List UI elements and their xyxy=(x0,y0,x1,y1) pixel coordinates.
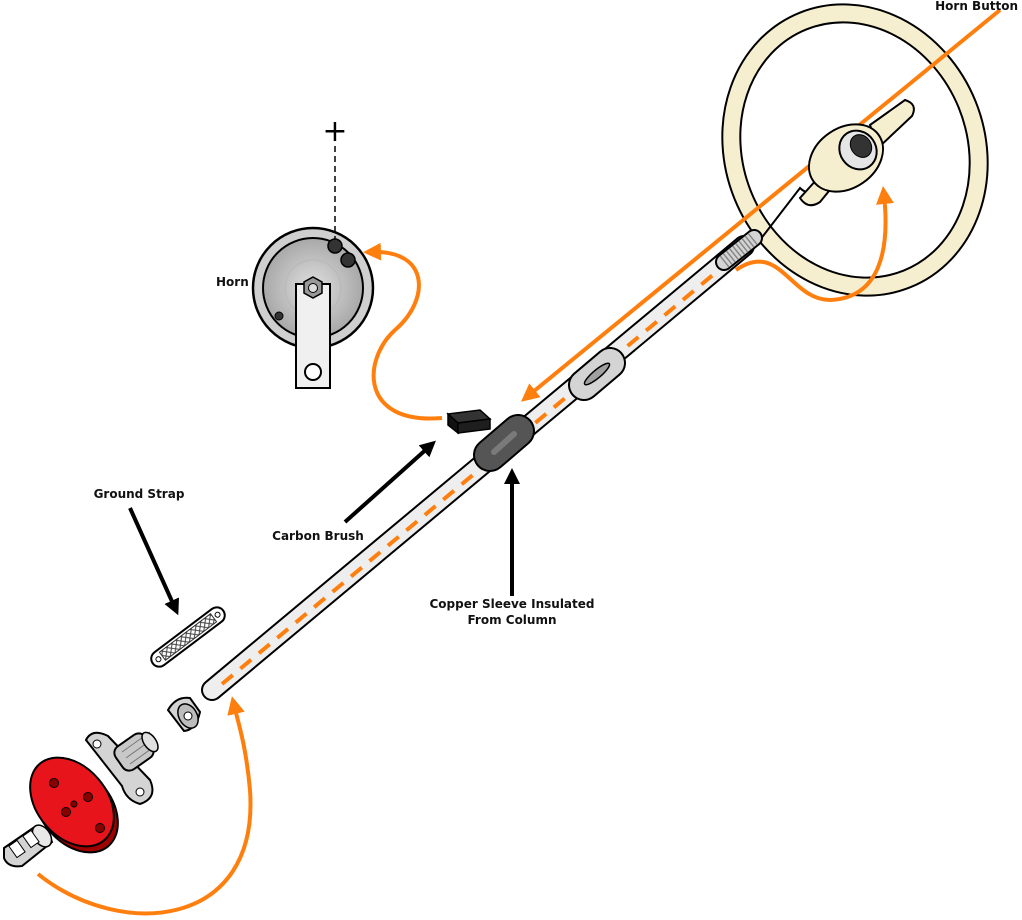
ground-strap-icon xyxy=(150,606,226,668)
plus-sign-label: + xyxy=(322,114,347,149)
column-collar xyxy=(166,696,202,733)
carbon-brush-pointer-arrow xyxy=(343,440,436,524)
copper-sleeve xyxy=(473,414,535,472)
flex-coupler-yoke xyxy=(84,731,159,806)
carbon-brush-label: Carbon Brush xyxy=(272,529,364,543)
horn-icon xyxy=(251,226,375,389)
steering-wheel-hub xyxy=(759,98,915,241)
brush-to-horn-path xyxy=(363,242,443,421)
flex-coupler-disc xyxy=(29,756,119,854)
horn-label: Horn xyxy=(216,275,249,289)
steering-column-icon xyxy=(201,229,763,701)
copper-sleeve-label-line2: From Column xyxy=(467,613,556,627)
carbon-brush-icon xyxy=(446,409,492,435)
copper-sleeve-label-line1: Copper Sleeve Insulated xyxy=(429,597,594,611)
steering-box-shaft xyxy=(3,824,54,868)
horn-button-label: Horn Button xyxy=(935,0,1018,13)
return-path-bottom xyxy=(36,696,253,916)
ground-strap-pointer-arrow xyxy=(128,507,180,616)
horn-button-path-line xyxy=(521,8,1002,402)
return-path-wheel xyxy=(734,186,894,303)
ground-strap-label: Ground Strap xyxy=(94,487,185,501)
